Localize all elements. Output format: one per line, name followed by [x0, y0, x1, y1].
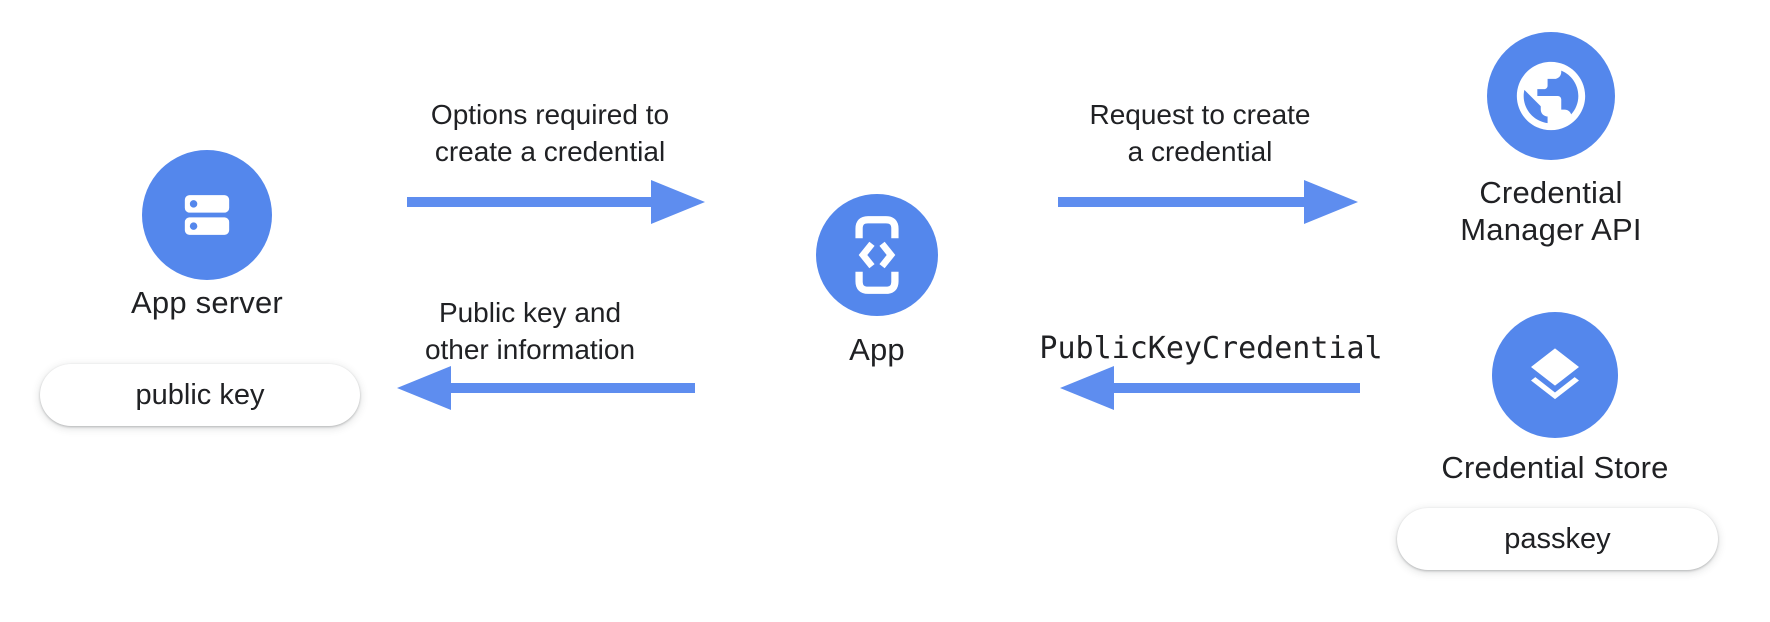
flow-public-key-info-line1: Public key and: [438, 297, 622, 328]
arrow-shaft: [407, 197, 651, 207]
flow-request-line1: Request to create: [1089, 99, 1311, 130]
flow-options-line1: Options required to: [430, 99, 670, 130]
flow-request-label: Request to create a credential: [950, 96, 1450, 170]
arrow-public-key-info-left: [397, 366, 695, 410]
app-server-node: [142, 150, 272, 280]
flow-public-key-credential-label: PublicKeyCredential: [1039, 331, 1383, 366]
credential-manager-api-label: Credential Manager API: [1376, 174, 1726, 248]
arrow-head-right-icon: [651, 180, 705, 224]
credential-store-label: Credential Store: [1441, 450, 1669, 485]
app-server-label: App server: [131, 285, 283, 320]
public-key-badge-text: public key: [135, 378, 265, 411]
arrow-shaft: [451, 383, 695, 393]
arrow-head-left-icon: [397, 366, 451, 410]
app-node: [816, 194, 938, 316]
flow-options-line2: create a credential: [434, 136, 666, 167]
arrow-public-key-credential-left: [1060, 366, 1360, 410]
credential-manager-api-label-line1: Credential: [1479, 175, 1623, 210]
passkey-badge-text: passkey: [1504, 522, 1611, 555]
public-key-badge: public key: [40, 364, 360, 426]
arrow-head-right-icon: [1304, 180, 1358, 224]
credential-manager-api-node: [1487, 32, 1615, 160]
globe-icon: [1516, 61, 1586, 131]
phone-code-icon: [855, 216, 899, 294]
arrow-head-left-icon: [1060, 366, 1114, 410]
server-icon: [184, 195, 230, 235]
flow-public-key-info-line2: other information: [424, 334, 636, 365]
arrow-shaft: [1058, 197, 1304, 207]
flow-request-line2: a credential: [1127, 136, 1273, 167]
arrow-shaft: [1114, 383, 1360, 393]
credential-store-node: [1492, 312, 1618, 438]
app-label: App: [849, 332, 905, 367]
arrow-request-right: [1058, 180, 1358, 224]
passkey-badge: passkey: [1397, 508, 1718, 570]
flow-options-label: Options required to create a credential: [300, 96, 800, 170]
flow-public-key-info-label: Public key and other information: [280, 294, 780, 368]
arrow-options-right: [407, 180, 705, 224]
layers-icon: [1531, 348, 1579, 400]
credential-manager-api-label-line2: Manager API: [1460, 212, 1642, 247]
